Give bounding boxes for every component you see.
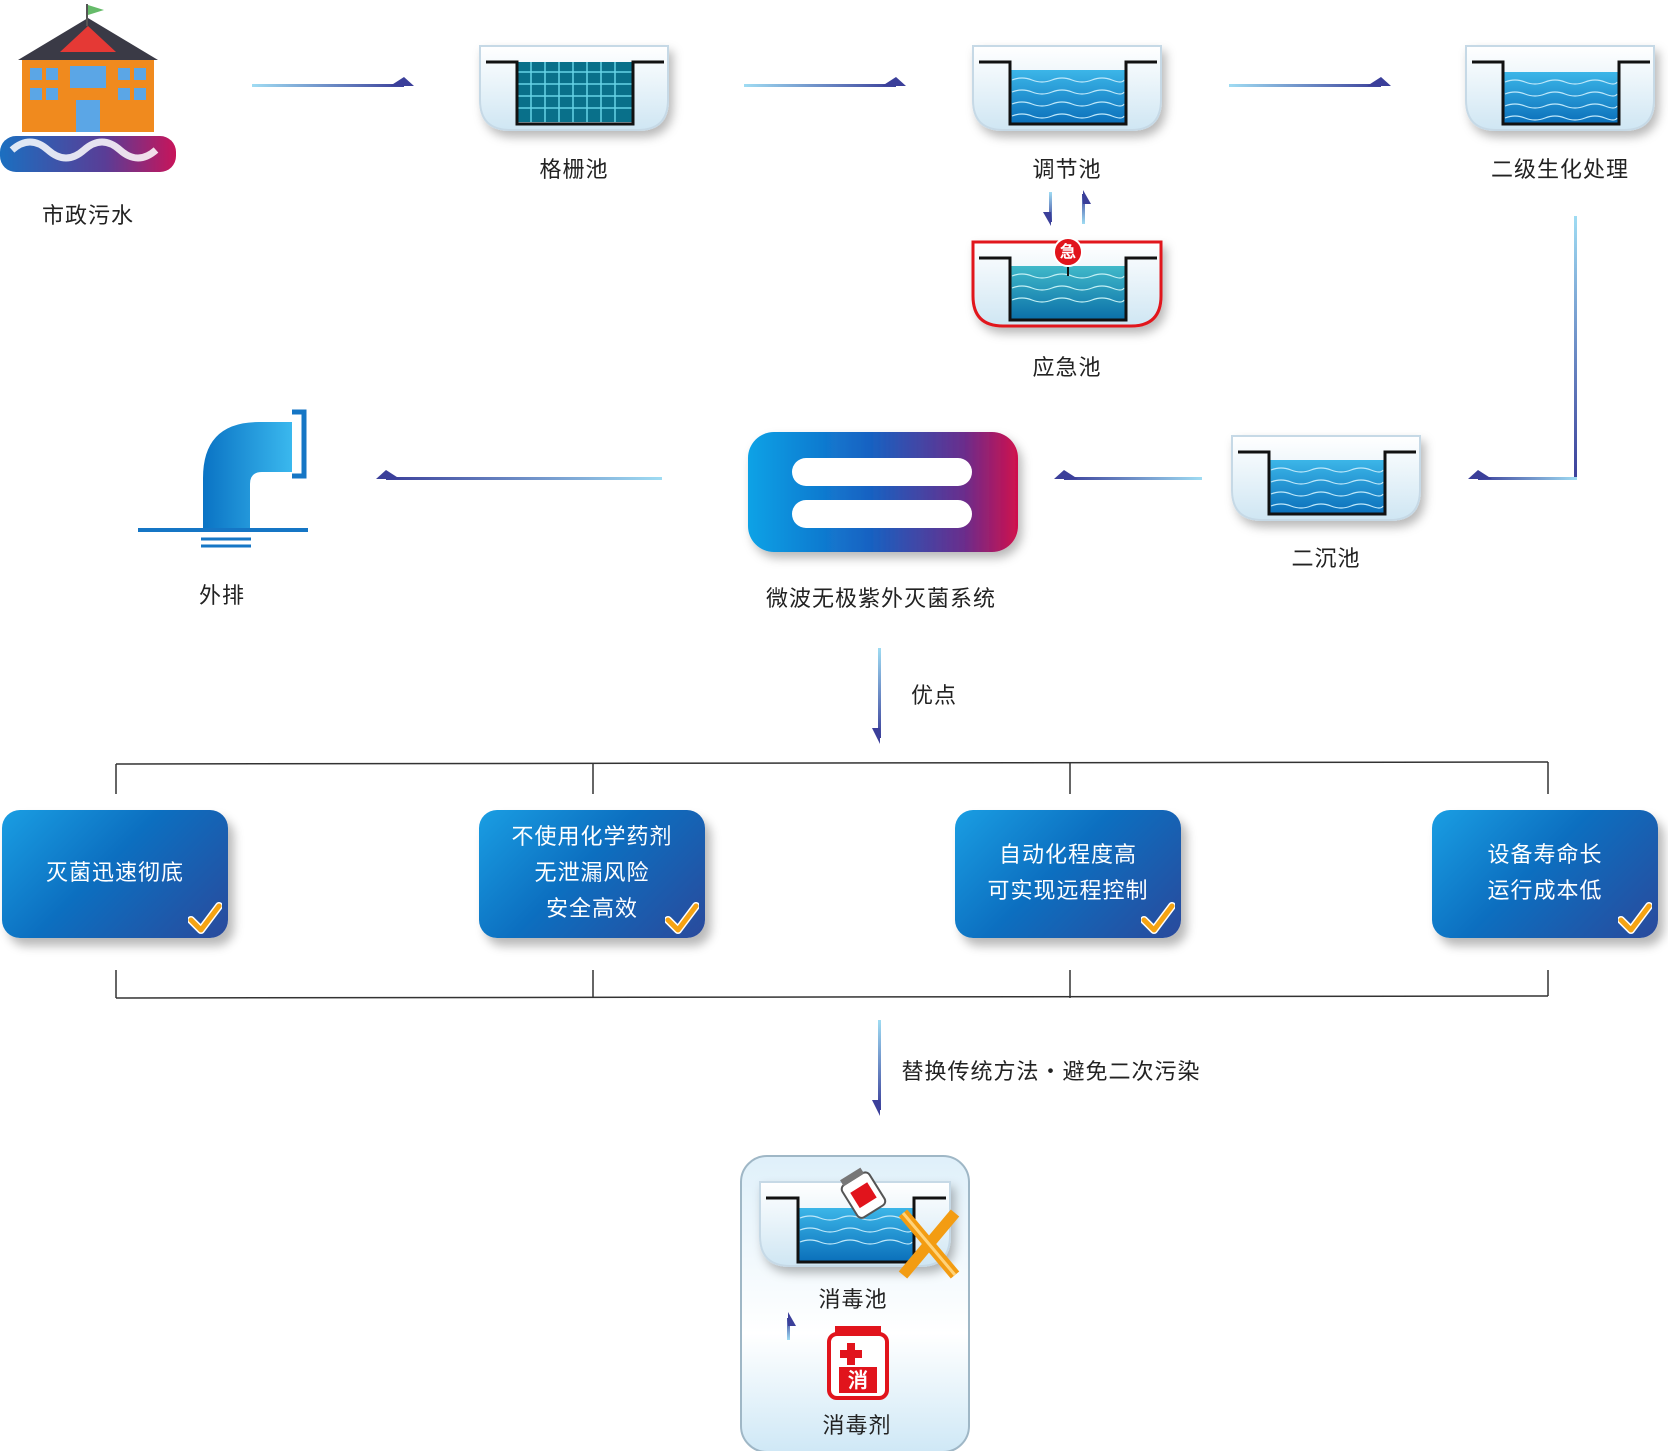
disinfectant-badge: 消 bbox=[848, 1368, 868, 1392]
building-icon bbox=[0, 4, 176, 172]
advantage-line: 可实现远程控制 bbox=[987, 879, 1149, 904]
check-icon bbox=[665, 902, 699, 934]
advantage-card-1: 灭菌迅速彻底 bbox=[2, 810, 228, 938]
uv-system-icon bbox=[748, 432, 1018, 552]
discharge-label: 外排 bbox=[198, 584, 246, 609]
arrow-from-emergency bbox=[1082, 190, 1091, 224]
check-icon bbox=[1618, 902, 1652, 934]
advantage-line: 不使用化学药剂 bbox=[511, 825, 673, 850]
disinfection-tank-icon bbox=[759, 1181, 951, 1267]
check-icon bbox=[188, 902, 222, 934]
arrow-uv-to-discharge bbox=[376, 470, 662, 480]
arrow-grid-to-regulating bbox=[744, 77, 906, 87]
disinfectant-label: 消毒剂 bbox=[822, 1414, 892, 1439]
discharge-pipe-icon bbox=[138, 409, 308, 548]
arrow-settling-to-uv bbox=[1054, 470, 1202, 480]
secondary-settling-tank-icon bbox=[1231, 435, 1421, 521]
arrow-regulating-to-bio bbox=[1229, 77, 1391, 87]
advantage-line: 运行成本低 bbox=[1487, 879, 1603, 904]
bracket-bottom bbox=[115, 970, 1549, 999]
secondary-bio-label: 二级生化处理 bbox=[1490, 158, 1630, 183]
bottle-pouring-icon bbox=[840, 1167, 887, 1219]
disinfectant-bottle-icon bbox=[827, 1326, 889, 1400]
advantage-line: 自动化程度高 bbox=[998, 843, 1137, 868]
cross-icon bbox=[898, 1209, 960, 1279]
check-icon bbox=[1141, 902, 1175, 934]
advantage-card-4: 设备寿命长 运行成本低 bbox=[1432, 810, 1658, 938]
secondary-bio-tank-icon bbox=[1465, 45, 1655, 131]
secondary-settling-label: 二沉池 bbox=[1291, 547, 1361, 572]
advantage-line: 无泄漏风险 bbox=[534, 861, 650, 886]
arrow-to-emergency bbox=[1043, 192, 1052, 226]
arrow-bio-to-settling bbox=[1468, 216, 1577, 480]
advantages-label: 优点 bbox=[910, 684, 958, 709]
disinfection-tank-label: 消毒池 bbox=[818, 1288, 888, 1313]
advantage-line: 安全高效 bbox=[545, 897, 638, 922]
advantage-line: 灭菌迅速彻底 bbox=[45, 861, 184, 886]
regulating-tank-icon bbox=[972, 45, 1162, 131]
advantage-line: 设备寿命长 bbox=[1487, 843, 1603, 868]
arrow-replace bbox=[872, 1020, 881, 1116]
bracket-top bbox=[115, 761, 1549, 794]
arrow-disinfectant-up bbox=[787, 1312, 796, 1340]
advantage-card-3: 自动化程度高 可实现远程控制 bbox=[955, 810, 1181, 938]
replace-label: 替换传统方法・避免二次污染 bbox=[901, 1060, 1201, 1085]
arrow-advantages bbox=[872, 648, 881, 744]
arrow-source-to-grid bbox=[252, 77, 414, 87]
regulating-tank-label: 调节池 bbox=[1032, 158, 1102, 183]
advantage-card-2: 不使用化学药剂 无泄漏风险 安全高效 bbox=[479, 810, 705, 938]
grid-tank-label: 格栅池 bbox=[539, 158, 609, 183]
uv-system-label: 微波无极紫外灭菌系统 bbox=[765, 587, 997, 612]
emergency-tank-icon bbox=[971, 237, 1163, 328]
source-label: 市政污水 bbox=[41, 204, 135, 229]
emergency-tank-label: 应急池 bbox=[1032, 356, 1102, 381]
grid-tank-icon bbox=[479, 45, 669, 131]
emergency-badge: 急 bbox=[1059, 242, 1077, 261]
